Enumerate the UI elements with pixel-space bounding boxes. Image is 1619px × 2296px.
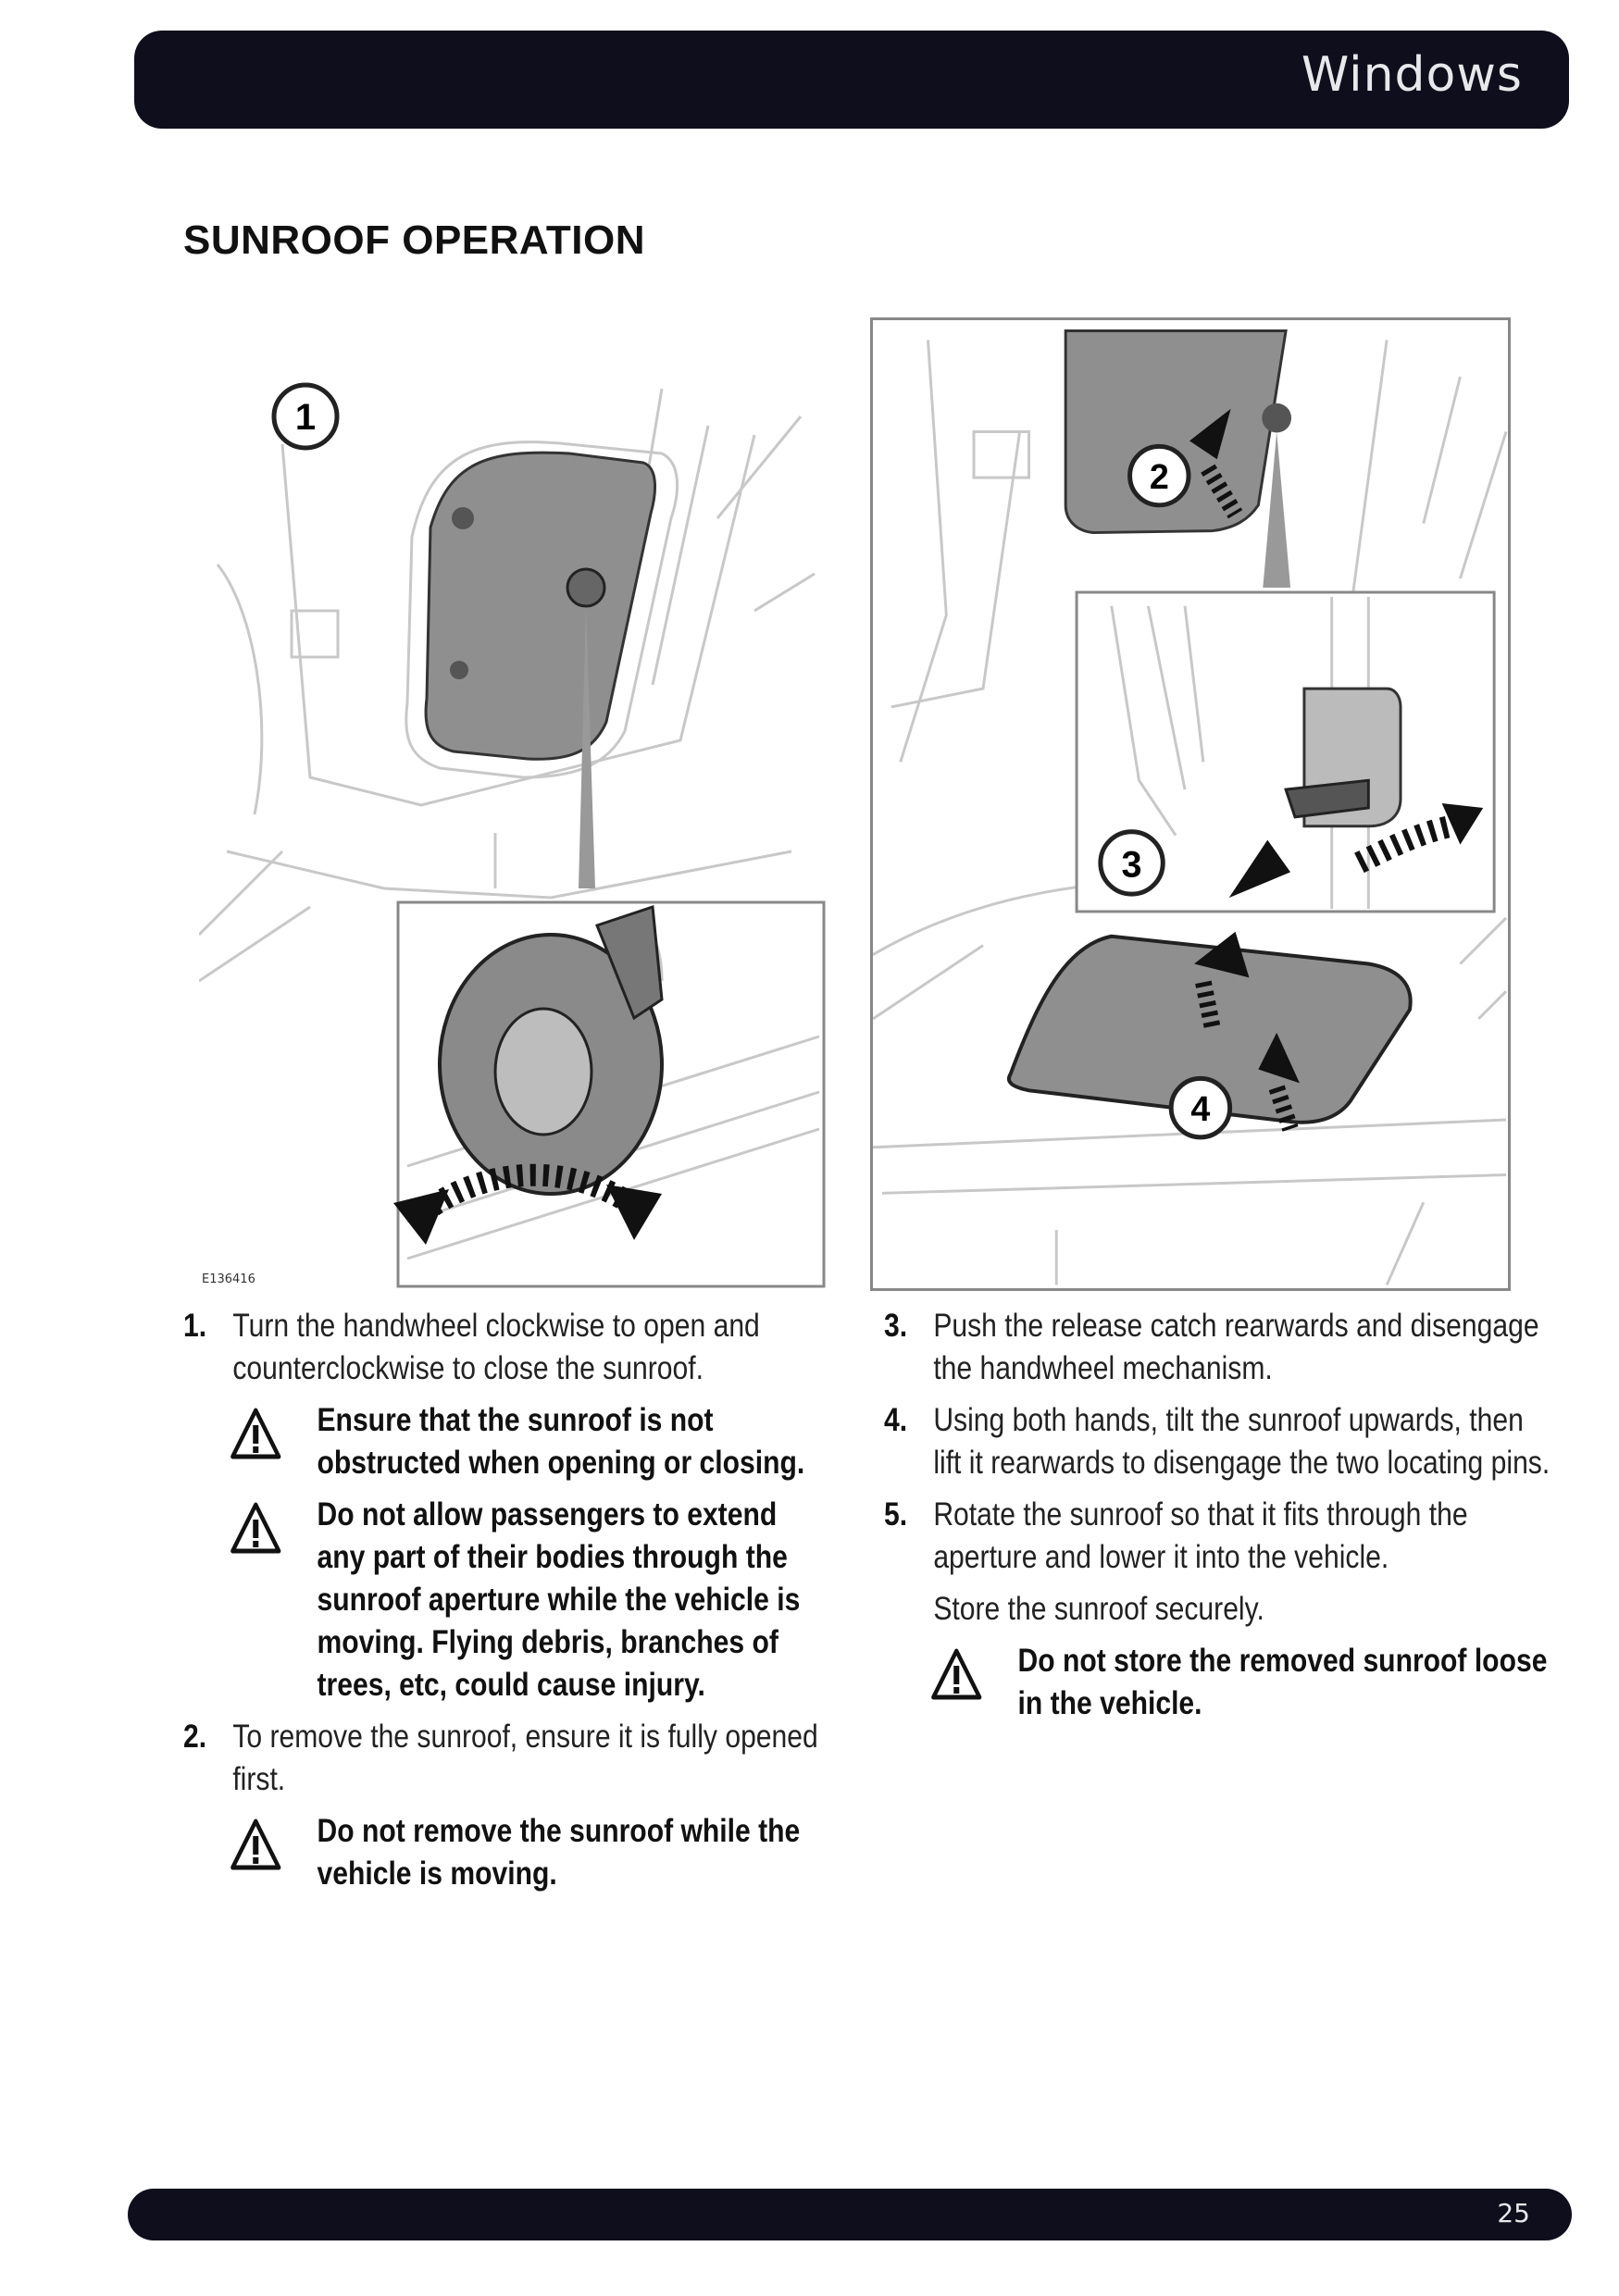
warning-3: Do not remove the sunroof while the vehi… bbox=[183, 1810, 828, 1895]
direction-arrow-icon bbox=[1258, 1032, 1300, 1084]
direction-arrow-icon bbox=[393, 1189, 449, 1245]
header-bar: Windows bbox=[134, 31, 1569, 129]
step-5-note: Store the sunroof securely. bbox=[933, 1591, 1264, 1627]
callout-1: 1 bbox=[295, 397, 316, 438]
step-text: Rotate the sunroof so that it fits throu… bbox=[933, 1496, 1468, 1575]
warning-triangle-icon bbox=[230, 1818, 281, 1870]
figure-code: E136416 bbox=[202, 1272, 255, 1286]
direction-arrow-icon bbox=[1189, 408, 1231, 460]
step-3: 3. Push the release catch rearwards and … bbox=[884, 1305, 1552, 1390]
direction-arrow-icon bbox=[606, 1185, 662, 1240]
illustration-right: 2 3 4 bbox=[870, 317, 1511, 1291]
section-heading: SUNROOF OPERATION bbox=[183, 217, 646, 263]
left-column: 1. Turn the handwheel clockwise to open … bbox=[183, 1305, 828, 1905]
callout-3: 3 bbox=[1122, 844, 1142, 885]
step-number: 3. bbox=[884, 1308, 908, 1344]
sunroof-panel bbox=[424, 451, 656, 761]
direction-arrow-icon bbox=[1193, 931, 1250, 978]
step-5: 5. Rotate the sunroof so that it fits th… bbox=[884, 1494, 1552, 1579]
direction-arrow-icon bbox=[1441, 803, 1484, 845]
callout-4: 4 bbox=[1190, 1089, 1210, 1128]
warning-text: Ensure that the sunroof is not obstructe… bbox=[317, 1402, 805, 1481]
step-number: 5. bbox=[884, 1496, 908, 1533]
step-2: 2. To remove the sunroof, ensure it is f… bbox=[183, 1716, 828, 1801]
warning-text: Do not remove the sunroof while the vehi… bbox=[317, 1813, 801, 1892]
sunroof-panel-open bbox=[1064, 329, 1288, 535]
step-text: Push the release catch rearwards and dis… bbox=[933, 1308, 1539, 1386]
header-title: Windows bbox=[1301, 47, 1523, 103]
sunroof-panel-tilted bbox=[1006, 934, 1413, 1124]
warning-2: Do not allow passengers to extend any pa… bbox=[183, 1494, 828, 1706]
illustration-left: 1 bbox=[199, 333, 828, 1291]
step-number: 1. bbox=[183, 1308, 207, 1344]
warning-triangle-icon bbox=[931, 1648, 982, 1700]
step-number: 2. bbox=[183, 1719, 207, 1755]
warning-text: Do not allow passengers to extend any pa… bbox=[317, 1496, 801, 1703]
direction-arrow-icon bbox=[1228, 839, 1291, 899]
step-4: 4. Using both hands, tilt the sunroof up… bbox=[884, 1399, 1552, 1484]
illustration-right-svg: 2 3 4 bbox=[873, 329, 1508, 1286]
footer-bar: 25 bbox=[128, 2189, 1572, 2240]
warning-triangle-icon bbox=[230, 1502, 281, 1554]
page-number: 25 bbox=[1497, 2198, 1530, 2228]
illustration-left-svg: 1 bbox=[199, 382, 826, 1288]
warning-4: Do not store the removed sunroof loose i… bbox=[884, 1640, 1552, 1725]
warning-triangle-icon bbox=[230, 1408, 281, 1459]
warning-text: Do not store the removed sunroof loose i… bbox=[1017, 1643, 1548, 1721]
step-1: 1. Turn the handwheel clockwise to open … bbox=[183, 1305, 828, 1390]
callout-2: 2 bbox=[1150, 457, 1169, 496]
right-column: 3. Push the release catch rearwards and … bbox=[884, 1305, 1552, 1734]
step-number: 4. bbox=[884, 1402, 908, 1438]
step-text: Turn the handwheel clockwise to open and… bbox=[232, 1308, 760, 1386]
warning-1: Ensure that the sunroof is not obstructe… bbox=[183, 1399, 828, 1484]
step-text: To remove the sunroof, ensure it is full… bbox=[232, 1719, 818, 1797]
step-text: Using both hands, tilt the sunroof upwar… bbox=[933, 1402, 1551, 1481]
